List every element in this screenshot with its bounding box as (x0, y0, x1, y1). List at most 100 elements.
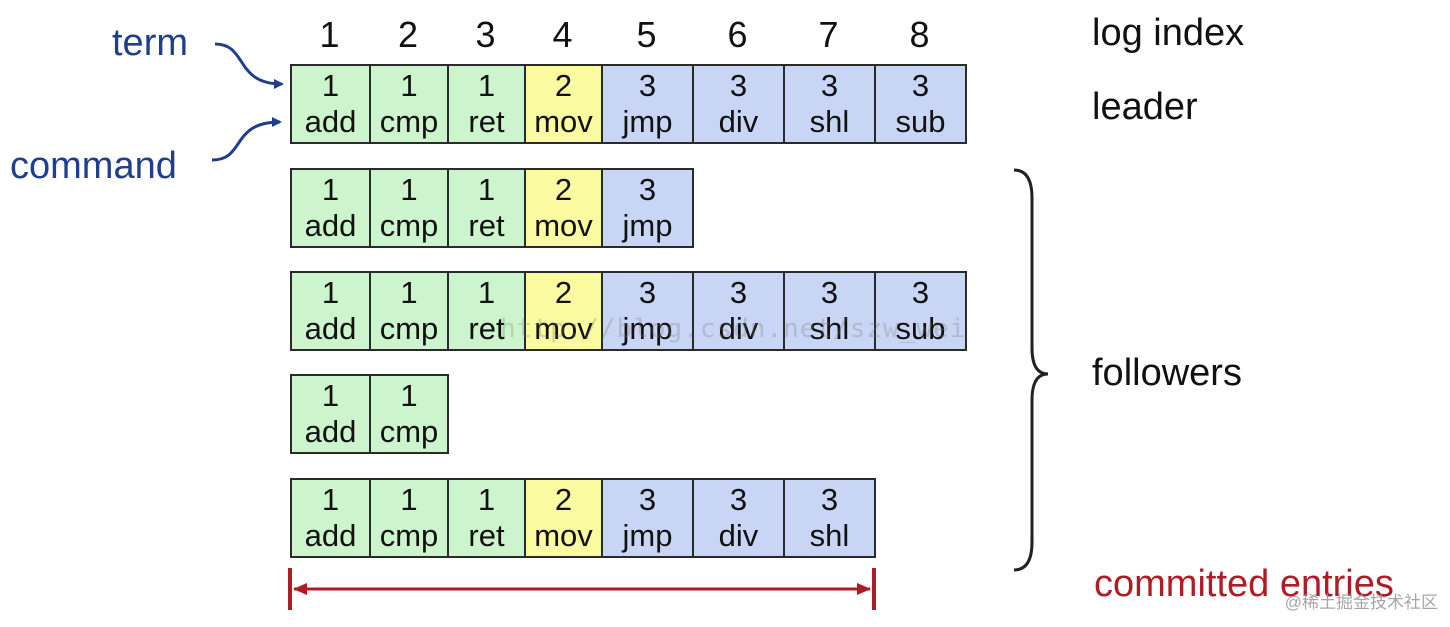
entry-command: mov (534, 311, 593, 346)
entry-term: 1 (477, 482, 496, 517)
entry-command: add (304, 104, 357, 139)
followers-label: followers (1092, 352, 1242, 394)
entry-command: ret (468, 311, 505, 346)
entry-term: 1 (400, 68, 418, 103)
watermark-text: http://blog.csdn.net/szw_wei (500, 314, 967, 344)
entry-command: add (304, 311, 357, 346)
followers-brace (1013, 168, 1049, 572)
entry-command: mov (534, 104, 593, 139)
entry-command: div (718, 518, 759, 553)
entry-command: ret (468, 208, 505, 243)
entry-command: cmp (379, 518, 439, 553)
entry-term: 3 (911, 68, 930, 103)
entry-term: 1 (400, 172, 418, 207)
entry-command: cmp (379, 414, 439, 449)
entry-term: 2 (554, 275, 573, 310)
entry-command: add (304, 414, 357, 449)
command-label: command (10, 145, 177, 187)
log-index-8: 8 (909, 14, 930, 55)
entry-term: 3 (729, 68, 748, 103)
entry-term: 3 (638, 172, 657, 207)
entry-command: shl (809, 311, 850, 346)
entry-term: 3 (820, 482, 839, 517)
entry-term: 1 (400, 275, 418, 310)
committed-entries-label: committed entries (1094, 563, 1394, 605)
term-label: term (112, 22, 188, 64)
log-index-7: 7 (818, 14, 839, 55)
entry-term: 1 (321, 378, 340, 413)
leader-label: leader (1092, 86, 1198, 128)
entry-command: jmp (622, 311, 673, 346)
entry-command: div (718, 104, 759, 139)
log-index-5: 5 (636, 14, 657, 55)
entry-command: jmp (622, 518, 673, 553)
log-index-3: 3 (475, 14, 496, 55)
log-index-4: 4 (552, 14, 573, 55)
entry-command: sub (895, 311, 946, 346)
log-index-6: 6 (727, 14, 748, 55)
entry-term: 3 (638, 68, 657, 103)
entry-term: 1 (477, 275, 496, 310)
entry-command: shl (809, 518, 850, 553)
log-index-2: 2 (397, 14, 419, 55)
command-arrow (211, 117, 282, 162)
entry-term: 1 (321, 275, 340, 310)
entry-command: mov (534, 518, 593, 553)
log-index-label: log index (1092, 12, 1245, 54)
term-arrow (214, 42, 284, 89)
entry-command: ret (468, 104, 505, 139)
entry-term: 3 (638, 482, 657, 517)
entry-term: 3 (729, 275, 748, 310)
log-index-1: 1 (319, 14, 340, 55)
entry-term: 3 (820, 68, 839, 103)
entry-term: 1 (321, 68, 340, 103)
entry-term: 3 (638, 275, 657, 310)
entry-command: mov (534, 208, 593, 243)
entry-command: cmp (379, 311, 439, 346)
entry-term: 3 (911, 275, 930, 310)
entry-command: cmp (379, 104, 439, 139)
entry-command: jmp (622, 208, 673, 243)
entry-command: div (718, 311, 759, 346)
entry-term: 3 (729, 482, 748, 517)
entry-term: 1 (400, 378, 418, 413)
entry-command: shl (809, 104, 850, 139)
entry-command: jmp (622, 104, 673, 139)
entry-term: 2 (554, 482, 573, 517)
entry-term: 1 (321, 482, 340, 517)
entry-command: ret (468, 518, 505, 553)
entry-command: add (304, 208, 357, 243)
entry-command: cmp (379, 208, 439, 243)
entry-term: 2 (554, 68, 573, 103)
